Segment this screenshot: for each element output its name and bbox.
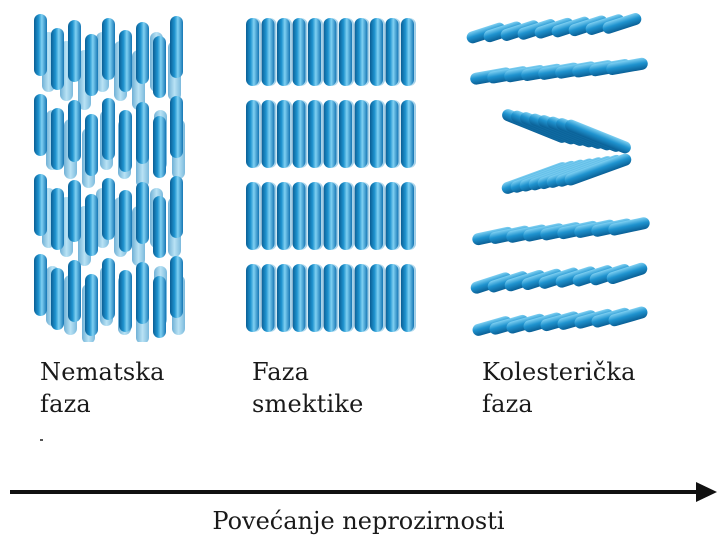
molecule-rod	[102, 98, 115, 160]
molecule-rod	[324, 100, 337, 168]
molecule-rod	[355, 264, 368, 332]
molecule-rod	[136, 22, 149, 84]
molecule-rod	[119, 110, 132, 172]
molecule-rod	[401, 182, 414, 250]
molecule-rod	[262, 264, 275, 332]
molecule-rod	[601, 12, 643, 36]
molecule-rod	[51, 188, 64, 250]
molecule-rod	[339, 182, 352, 250]
molecule-rod	[277, 100, 290, 168]
molecule-rod	[170, 16, 183, 78]
molecule-rod	[293, 182, 306, 250]
molecule-rod	[339, 100, 352, 168]
molecule-rod	[85, 194, 98, 256]
molecule-rod	[68, 180, 81, 242]
molecule-rod	[262, 18, 275, 86]
molecule-rod	[386, 264, 399, 332]
molecule-rod	[68, 260, 81, 322]
molecule-rod	[386, 100, 399, 168]
molecule-rod	[262, 100, 275, 168]
molecule-rod	[324, 18, 337, 86]
molecule-rod	[308, 182, 321, 250]
molecule-rod	[68, 100, 81, 162]
molecule-rod	[324, 182, 337, 250]
molecule-rod	[34, 174, 47, 236]
molecule-rod	[355, 182, 368, 250]
cholesteric-phase-illustration	[460, 8, 665, 348]
molecule-rod	[51, 268, 64, 330]
molecule-rod	[119, 270, 132, 332]
molecule-rod	[136, 182, 149, 244]
molecule-rod	[246, 264, 259, 332]
molecule-rod	[170, 176, 183, 238]
molecule-rod	[85, 114, 98, 176]
nematic-phase-illustration	[32, 12, 190, 342]
molecule-rod	[607, 305, 649, 328]
molecule-rod	[119, 190, 132, 252]
molecule-rod	[324, 264, 337, 332]
molecule-rod	[102, 18, 115, 80]
molecule-rod	[246, 100, 259, 168]
molecule-rod	[102, 258, 115, 320]
molecule-rod	[293, 264, 306, 332]
molecule-rod	[170, 96, 183, 158]
molecule-rod	[170, 256, 183, 318]
molecule-rod	[277, 182, 290, 250]
molecule-rod	[308, 100, 321, 168]
molecule-rod	[339, 18, 352, 86]
molecule-rod	[277, 18, 290, 86]
molecule-rod	[246, 18, 259, 86]
molecule-rod	[34, 254, 47, 316]
molecule-rod	[85, 34, 98, 96]
arrow-label: Povećanje neprozirnosti	[0, 504, 717, 538]
molecule-rod	[401, 18, 414, 86]
stray-mark	[40, 439, 43, 441]
molecule-rod	[136, 262, 149, 324]
molecule-rod	[262, 182, 275, 250]
molecule-rod	[308, 264, 321, 332]
molecule-rod	[34, 94, 47, 156]
molecule-rod	[153, 116, 166, 178]
smectic-phase-illustration	[244, 12, 420, 342]
molecule-rod	[401, 264, 414, 332]
molecule-rod	[355, 18, 368, 86]
molecule-rod	[68, 20, 81, 82]
molecule-rod	[308, 18, 321, 86]
molecule-rod	[153, 276, 166, 338]
molecule-rod	[51, 108, 64, 170]
molecule-rod	[370, 264, 383, 332]
molecule-rod	[370, 100, 383, 168]
molecule-rod	[370, 18, 383, 86]
molecule-rod	[355, 100, 368, 168]
molecule-rod	[102, 178, 115, 240]
molecule-rod	[246, 182, 259, 250]
molecule-rod	[401, 100, 414, 168]
molecule-rod	[293, 18, 306, 86]
molecule-rod	[153, 196, 166, 258]
molecule-rod	[370, 182, 383, 250]
molecule-rod	[293, 100, 306, 168]
molecule-rod	[119, 30, 132, 92]
molecule-rod	[277, 264, 290, 332]
molecule-rod	[153, 36, 166, 98]
molecule-rod	[339, 264, 352, 332]
molecule-rod	[386, 18, 399, 86]
molecule-rod	[34, 14, 47, 76]
molecule-rod	[386, 182, 399, 250]
molecule-rod	[136, 102, 149, 164]
molecule-rod	[51, 28, 64, 90]
molecule-rod	[85, 274, 98, 336]
